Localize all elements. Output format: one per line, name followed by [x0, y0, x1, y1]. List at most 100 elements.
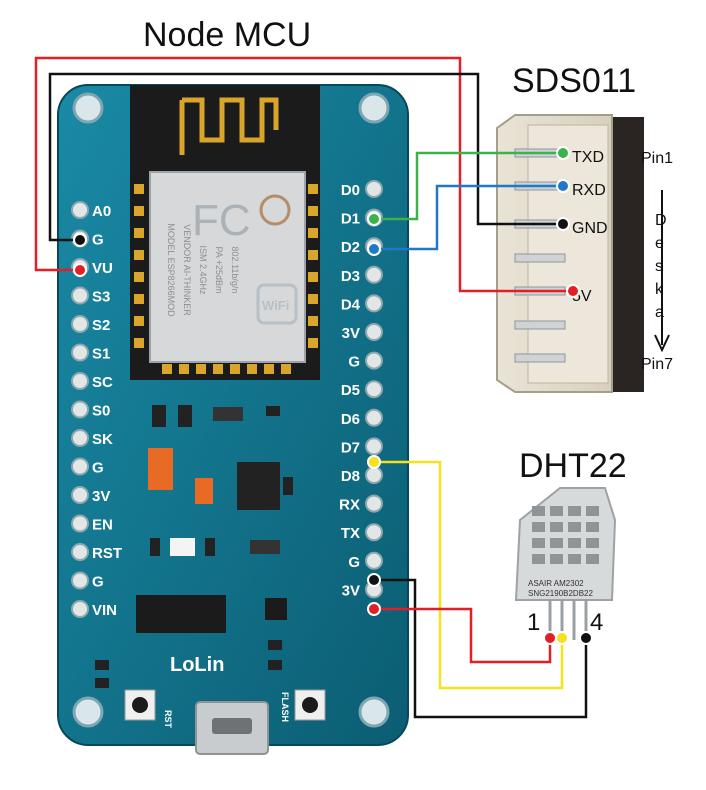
castellation-pad: [308, 228, 318, 238]
sds011-pin-metal: [514, 253, 566, 263]
antenna-trace: [179, 97, 279, 155]
fc-mark: FC: [192, 196, 251, 245]
flash-button[interactable]: [294, 689, 326, 721]
pin-direction-arrowhead: [654, 334, 670, 353]
pin-g-right-dot: [367, 573, 381, 587]
castellation-pad: [134, 206, 144, 216]
smd-component: [178, 405, 192, 427]
castellation-pad: [308, 294, 318, 304]
dht22-vent-slot: [532, 554, 545, 564]
castellation-pad: [134, 228, 144, 238]
dht22-vent-slot: [550, 522, 563, 532]
dht22-brand-text: ASAIR AM2302: [528, 579, 584, 588]
dht22-vent-slot: [586, 506, 599, 516]
left-pin-label: G: [92, 460, 104, 477]
smd-component: [268, 640, 282, 650]
castellation-pad: [230, 364, 240, 374]
dht22-vent-slot: [550, 538, 563, 548]
right-pin-label: D6: [341, 411, 360, 428]
left-header-pin: [71, 315, 89, 333]
dht22-vent-slot: [532, 522, 545, 532]
left-pin-label: RST: [92, 545, 122, 562]
dht22-vent-slot: [568, 522, 581, 532]
deska-letter: a: [655, 304, 664, 321]
flash-button-cap: [302, 697, 318, 713]
esp-module-text-line: 802.11b/g/n: [230, 247, 240, 294]
right-pin-label: 3V: [342, 582, 360, 599]
castellation-pad: [134, 272, 144, 282]
left-pin-label: VIN: [92, 602, 117, 619]
right-pin-label: 3V: [342, 325, 360, 342]
deska-letter: s: [655, 258, 663, 275]
left-pin-label: G: [92, 574, 104, 591]
castellation-pad: [196, 364, 206, 374]
sds011-pin7-label: Pin7: [641, 356, 673, 373]
rst-button-cap: [132, 697, 148, 713]
right-header-pin: [365, 323, 383, 341]
dht22-vent-slot: [586, 538, 599, 548]
dht22-grille: [532, 506, 599, 564]
smd-component: [268, 660, 282, 670]
sds-rxd-dot: [556, 179, 570, 193]
left-pin-label: SK: [92, 431, 113, 448]
dht22-pin1-label: 1: [527, 609, 540, 636]
left-pin-label: S2: [92, 317, 110, 334]
right-pin-label: D1: [341, 211, 360, 228]
left-header-pin: [71, 600, 89, 618]
left-header-pin: [71, 286, 89, 305]
lolin-brand: LoLin: [170, 654, 224, 676]
right-pin-label: D0: [341, 182, 360, 199]
right-header-pin: [365, 380, 383, 399]
esp-module-text-line: VENDOR AI-THINKER: [182, 224, 192, 316]
wire-g-to-gnd: [48, 72, 563, 242]
left-pin-label: EN: [92, 517, 113, 534]
right-pin-label: D7: [341, 439, 360, 456]
pin-vu-dot: [73, 263, 87, 277]
left-pin-label: S3: [92, 289, 110, 306]
dht22-vent-slot: [550, 554, 563, 564]
dht22-vent-slot: [532, 506, 545, 516]
smd-component: [95, 660, 109, 670]
right-header-pin: [365, 408, 383, 427]
dht22-vent-slot: [568, 554, 581, 564]
esp-module-text-line: ISM 2.4GHz: [198, 245, 208, 295]
right-header-pin: [365, 265, 383, 284]
wires: [34, 56, 588, 719]
left-pin-label: 3V: [92, 488, 110, 505]
esp-module-text-line: PA +25dBm: [214, 246, 224, 293]
right-pin-label: D8: [341, 468, 360, 485]
title-sds011: SDS011: [512, 62, 637, 100]
left-header-pin: [71, 429, 89, 447]
pin-d2-dot: [367, 242, 381, 256]
esp-castellations: [134, 184, 318, 374]
castellation-pad: [134, 316, 144, 326]
castellation-pad: [308, 250, 318, 260]
sds011-pin-label: GND: [572, 220, 608, 237]
left-header-pin: [71, 343, 89, 362]
wire-d2-to-rxd: [374, 184, 563, 251]
smd-component: [266, 406, 280, 416]
castellation-pad: [134, 250, 144, 260]
left-pin-label: VU: [92, 260, 113, 277]
right-pin-label: TX: [341, 525, 360, 542]
smd-component: [250, 540, 280, 554]
mounting-hole: [72, 92, 104, 124]
right-pin-label: D4: [341, 296, 361, 313]
dht-pin4-dot: [579, 631, 593, 645]
left-header-pin: [71, 571, 89, 590]
right-pin-label: D2: [341, 239, 360, 256]
dht22-vent-slot: [586, 554, 599, 564]
flash-button-label: FLASH: [280, 692, 290, 722]
castellation-pad: [179, 364, 189, 374]
right-pin-label: G: [348, 554, 360, 571]
wifi-badge-label: WiFi: [262, 298, 289, 313]
left-header-pin: [71, 400, 89, 419]
right-header-pin: [365, 494, 383, 513]
right-header-pin: [365, 351, 383, 370]
sds011-pin-label: TXD: [572, 149, 604, 166]
castellation-pad: [162, 364, 172, 374]
